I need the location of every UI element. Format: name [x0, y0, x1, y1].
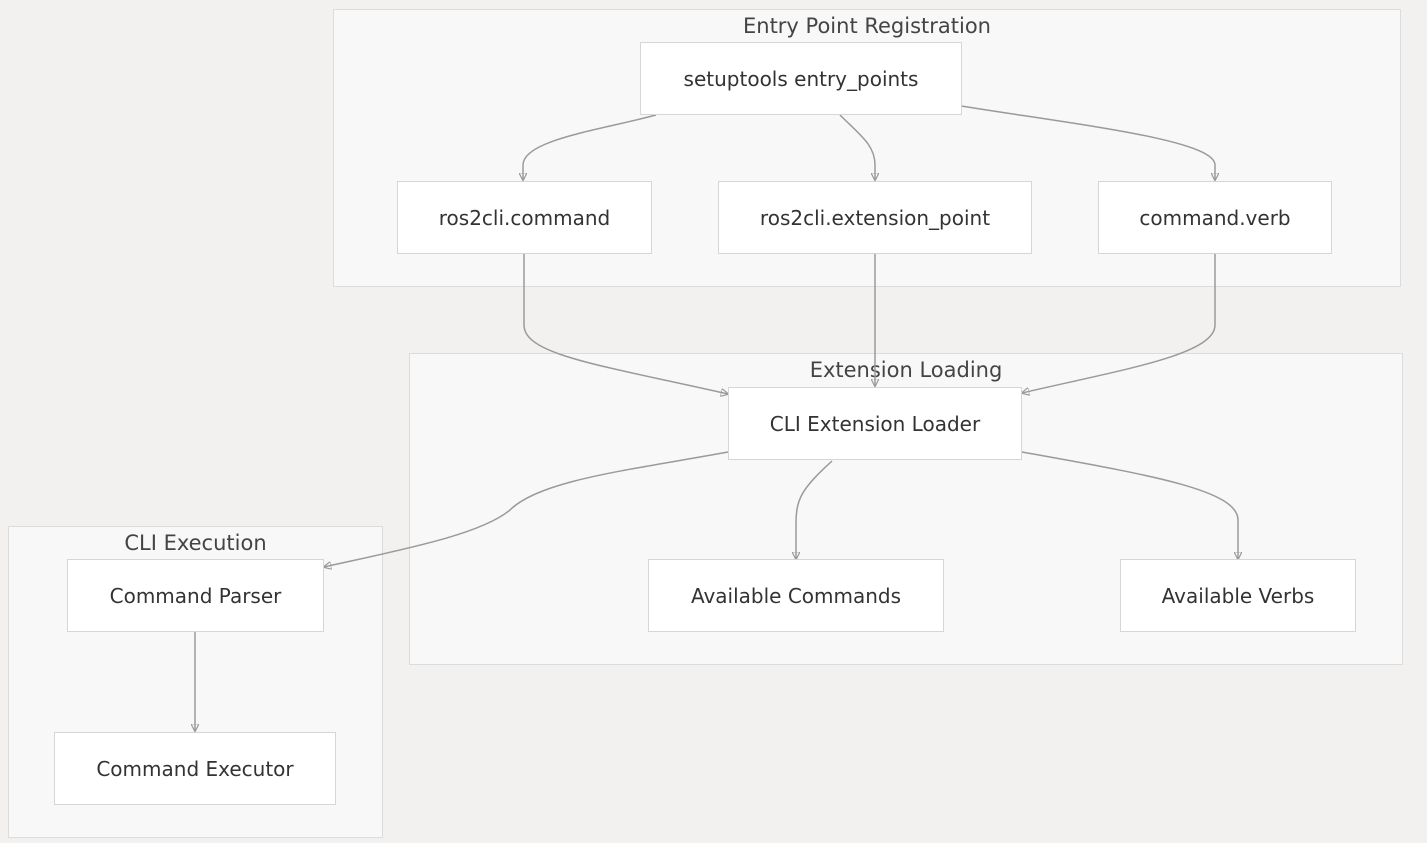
node-available-verbs[interactable]: Available Verbs	[1120, 559, 1356, 632]
cluster-title: CLI Execution	[124, 531, 267, 555]
node-cli-extension-loader[interactable]: CLI Extension Loader	[728, 387, 1022, 460]
node-ros2cli-command[interactable]: ros2cli.command	[397, 181, 652, 254]
node-ros2cli-extension-point[interactable]: ros2cli.extension_point	[718, 181, 1032, 254]
node-setuptools-entry-points[interactable]: setuptools entry_points	[640, 42, 962, 115]
cluster-title: Extension Loading	[809, 358, 1003, 382]
node-available-commands[interactable]: Available Commands	[648, 559, 944, 632]
node-command-executor[interactable]: Command Executor	[54, 732, 336, 805]
node-command-parser[interactable]: Command Parser	[67, 559, 324, 632]
node-command-verb[interactable]: command.verb	[1098, 181, 1332, 254]
cluster-title: Entry Point Registration	[742, 14, 991, 38]
